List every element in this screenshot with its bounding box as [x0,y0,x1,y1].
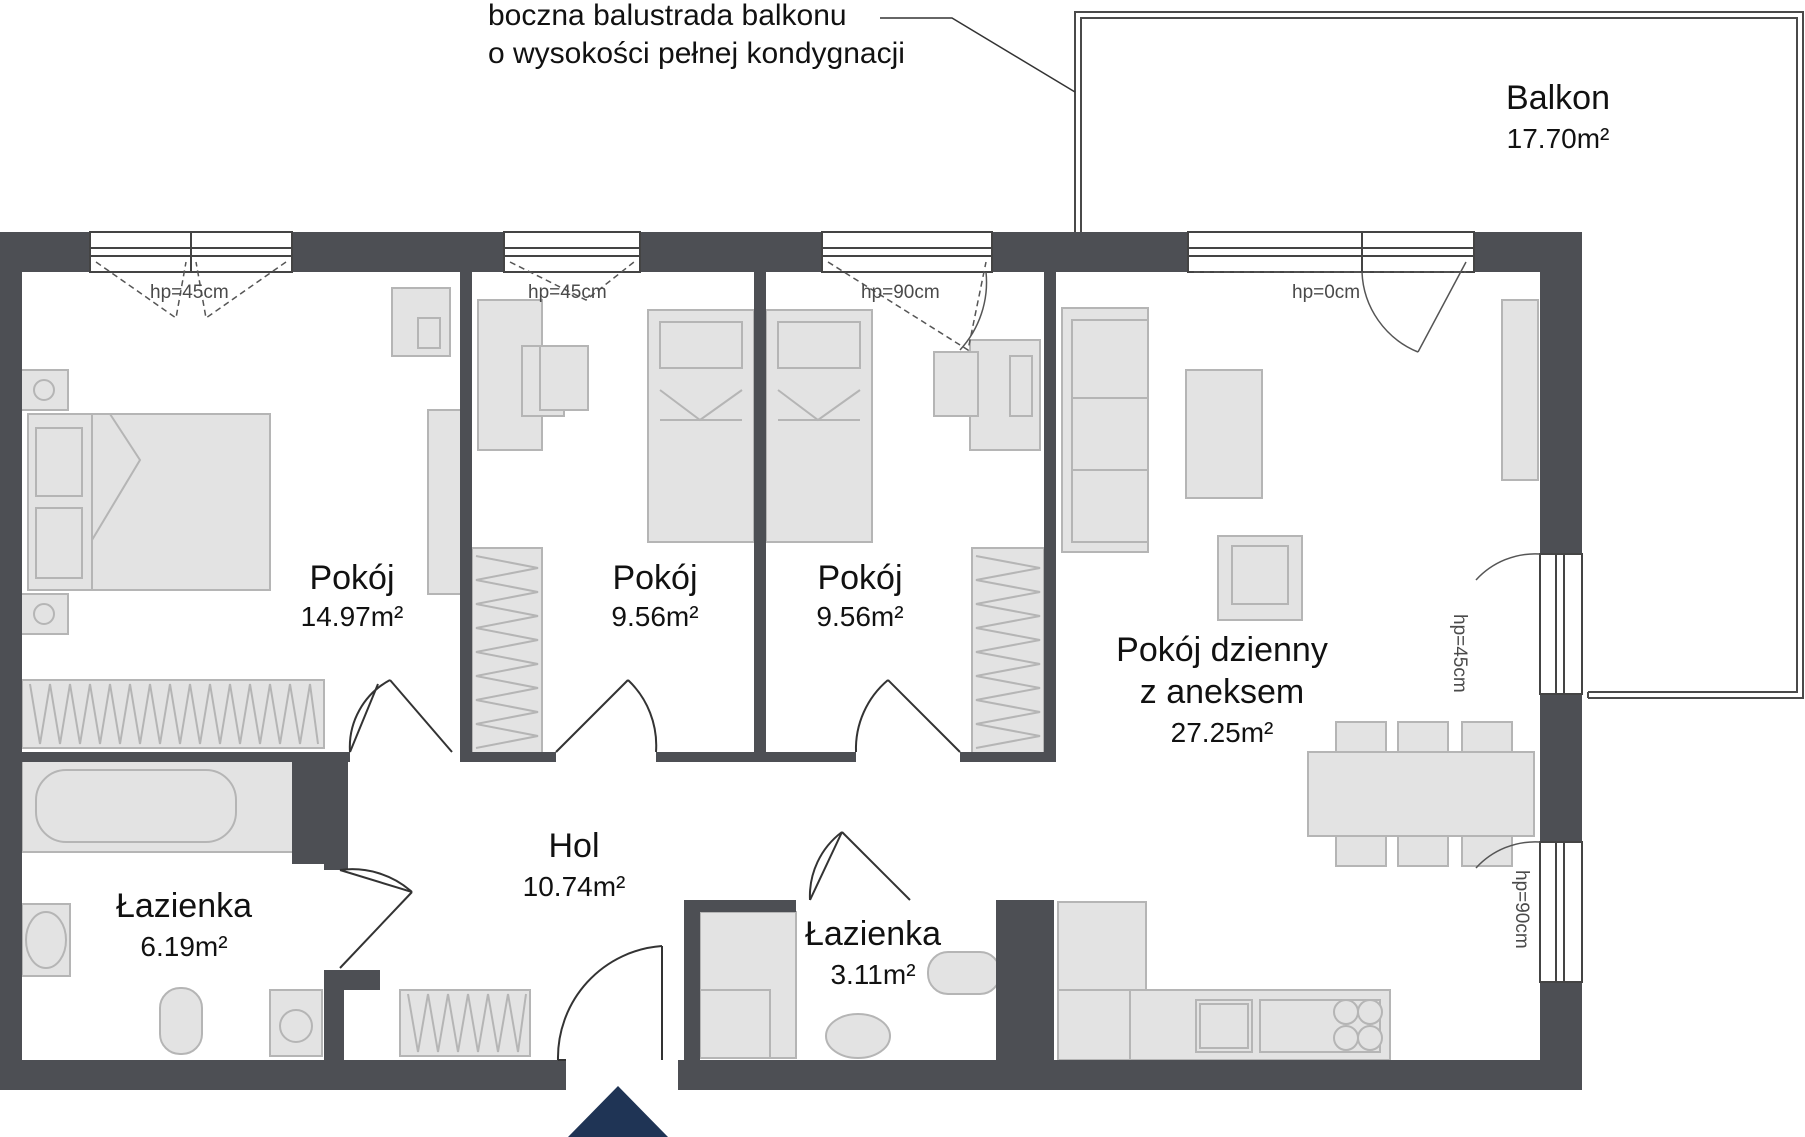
shower [699,911,797,1059]
window-swings [95,261,1466,352]
room-label-living-room: Pokój dzienny z aneksem 27.25m² [1082,630,1362,750]
room-label-pokoj-1: Pokój 14.97m² [272,558,432,634]
room-name: Łazienka [804,915,942,953]
room-label-hol: Hol 10.74m² [494,826,654,904]
window-height-label: hp=45cm [150,282,229,303]
wardrobe-bedroom1 [21,679,325,749]
room-label-lazienka-2: Łazienka 3.11m² [793,914,953,992]
room-name: Łazienka [115,887,253,925]
room-name: Balkon [1506,79,1610,117]
furniture [19,287,1539,1061]
nightstand-bottom [19,593,69,635]
room-area: 17.70m² [1506,123,1610,154]
window-height-label: hp=90cm [861,282,940,303]
room-area: 10.74m² [522,871,626,902]
room-area: 9.56m² [611,601,699,632]
single-bed-3 [765,309,873,543]
walls [0,232,1582,1090]
desk-bedroom2 [477,299,589,451]
balcony-railing-note-line1: boczna balustrada balkonu [488,0,847,32]
coffee-table [1185,369,1263,499]
dining-table [1307,721,1535,867]
room-area: 6.19m² [140,931,228,962]
nightstand-top [19,369,69,411]
window-height-label: hp=45cm [1449,614,1470,693]
room-label-pokoj-2: Pokój 9.56m² [575,558,735,634]
desk-bedroom1 [391,287,469,595]
room-name-line2: z aneksem [1139,673,1305,711]
room-area: 27.25m² [1170,717,1274,748]
wardrobe-bedroom2 [471,547,543,755]
hall-wardrobe [399,989,531,1057]
doors [339,679,961,1061]
room-name: Pokój [309,559,395,597]
annotation-leader-line [880,17,1076,93]
room-label-lazienka-1: Łazienka 6.19m² [104,886,264,964]
double-bed [27,413,271,591]
balcony [1074,11,1804,699]
room-name: Hol [548,827,600,865]
desk-bedroom3 [933,339,1041,451]
wardrobe-bedroom3 [971,547,1045,755]
window-height-label: hp=45cm [528,282,607,303]
kitchen-counter [1057,901,1391,1061]
entrance-triangle-icon [568,1086,668,1137]
sofa [1061,307,1149,553]
single-bed-2 [647,309,755,543]
washbasin-bath1 [21,903,71,977]
bathtub [21,759,325,853]
washbasin-bath2 [825,1013,891,1059]
room-area: 9.56m² [816,601,904,632]
windows [89,231,1583,983]
room-name: Pokój [612,559,698,597]
tv-unit [1501,299,1539,481]
toilet-bath1 [159,987,203,1055]
window-swing-arcs [959,261,1541,869]
armchair [1217,535,1303,621]
room-label-pokoj-3: Pokój 9.56m² [780,558,940,634]
window-height-label: hp=90cm [1511,870,1532,949]
washing-machine [269,989,323,1057]
room-name: Pokój dzienny [1116,631,1328,669]
balcony-railing-note-line2: o wysokości pełnej kondygnacji [488,37,905,70]
room-name: Pokój [817,559,903,597]
window-height-label: hp=0cm [1292,282,1361,303]
room-label-balkon: Balkon 17.70m² [1478,78,1638,156]
room-area: 14.97m² [300,601,404,632]
room-area: 3.11m² [830,959,916,990]
